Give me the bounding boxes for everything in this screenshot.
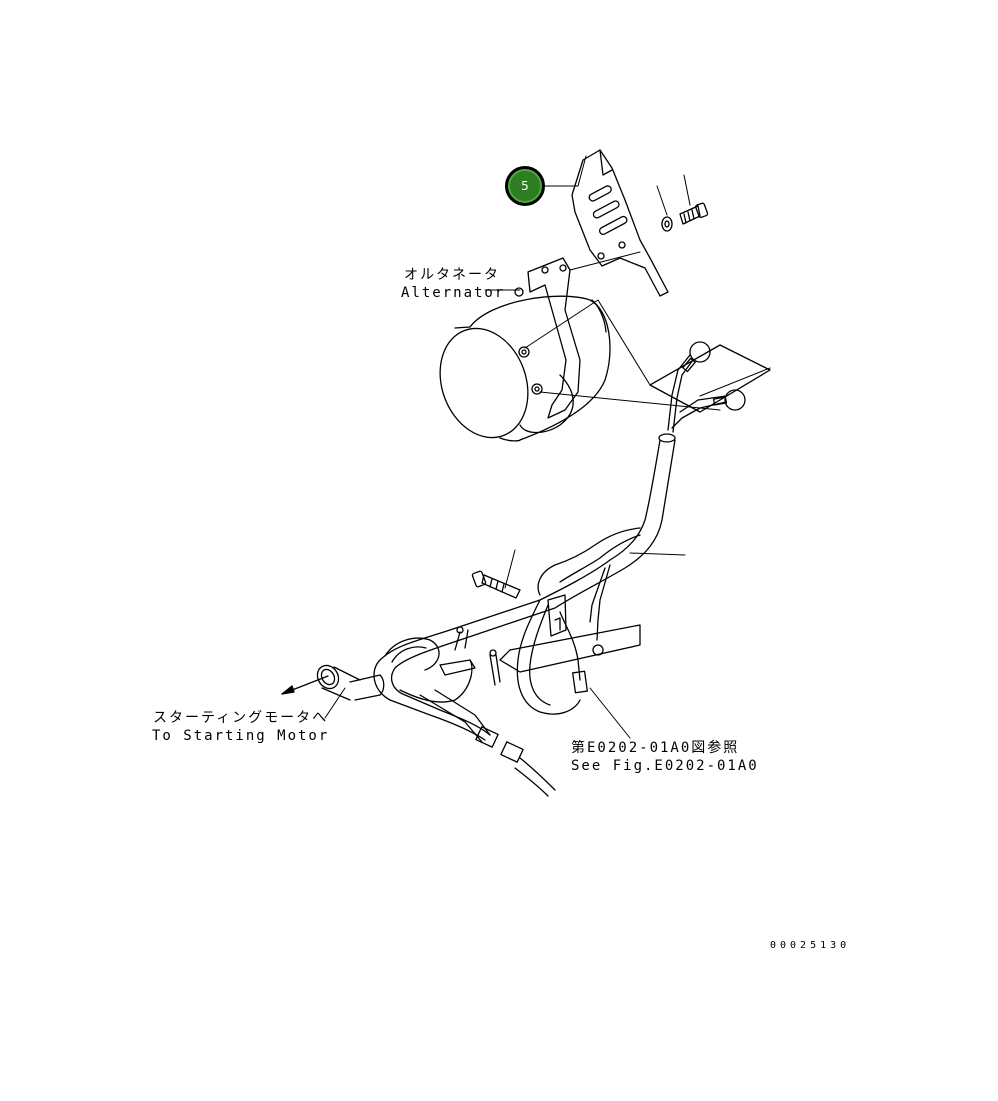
terminal-plate [649, 344, 771, 413]
starting-motor-label-jp: スターティングモータへ [153, 710, 329, 726]
leader-lines [324, 155, 771, 739]
washer [661, 216, 673, 232]
drawing-code: 00025130 [770, 940, 851, 951]
starting-motor-label-en: To Starting Motor [152, 728, 330, 744]
cover-plate [571, 149, 669, 297]
alternator-label-en: Alternator [401, 285, 506, 301]
see-fig-label-en: See Fig.E0202-01A0 [571, 758, 759, 774]
alternator-label-jp: オルタネータ [404, 267, 500, 283]
alternator [439, 295, 611, 442]
see-fig-label-jp: 第E0202-01A0図参照 [571, 740, 740, 756]
harness-clamp-bolt [471, 570, 521, 599]
wiring-harness [316, 433, 676, 797]
bolt [679, 202, 709, 225]
callout-number-badge[interactable]: 5 [505, 166, 545, 206]
alternator-bracket [514, 257, 581, 419]
arrow-to-starting-motor [281, 675, 329, 695]
callout-number: 5 [521, 179, 529, 193]
wire-terminals [667, 341, 746, 433]
